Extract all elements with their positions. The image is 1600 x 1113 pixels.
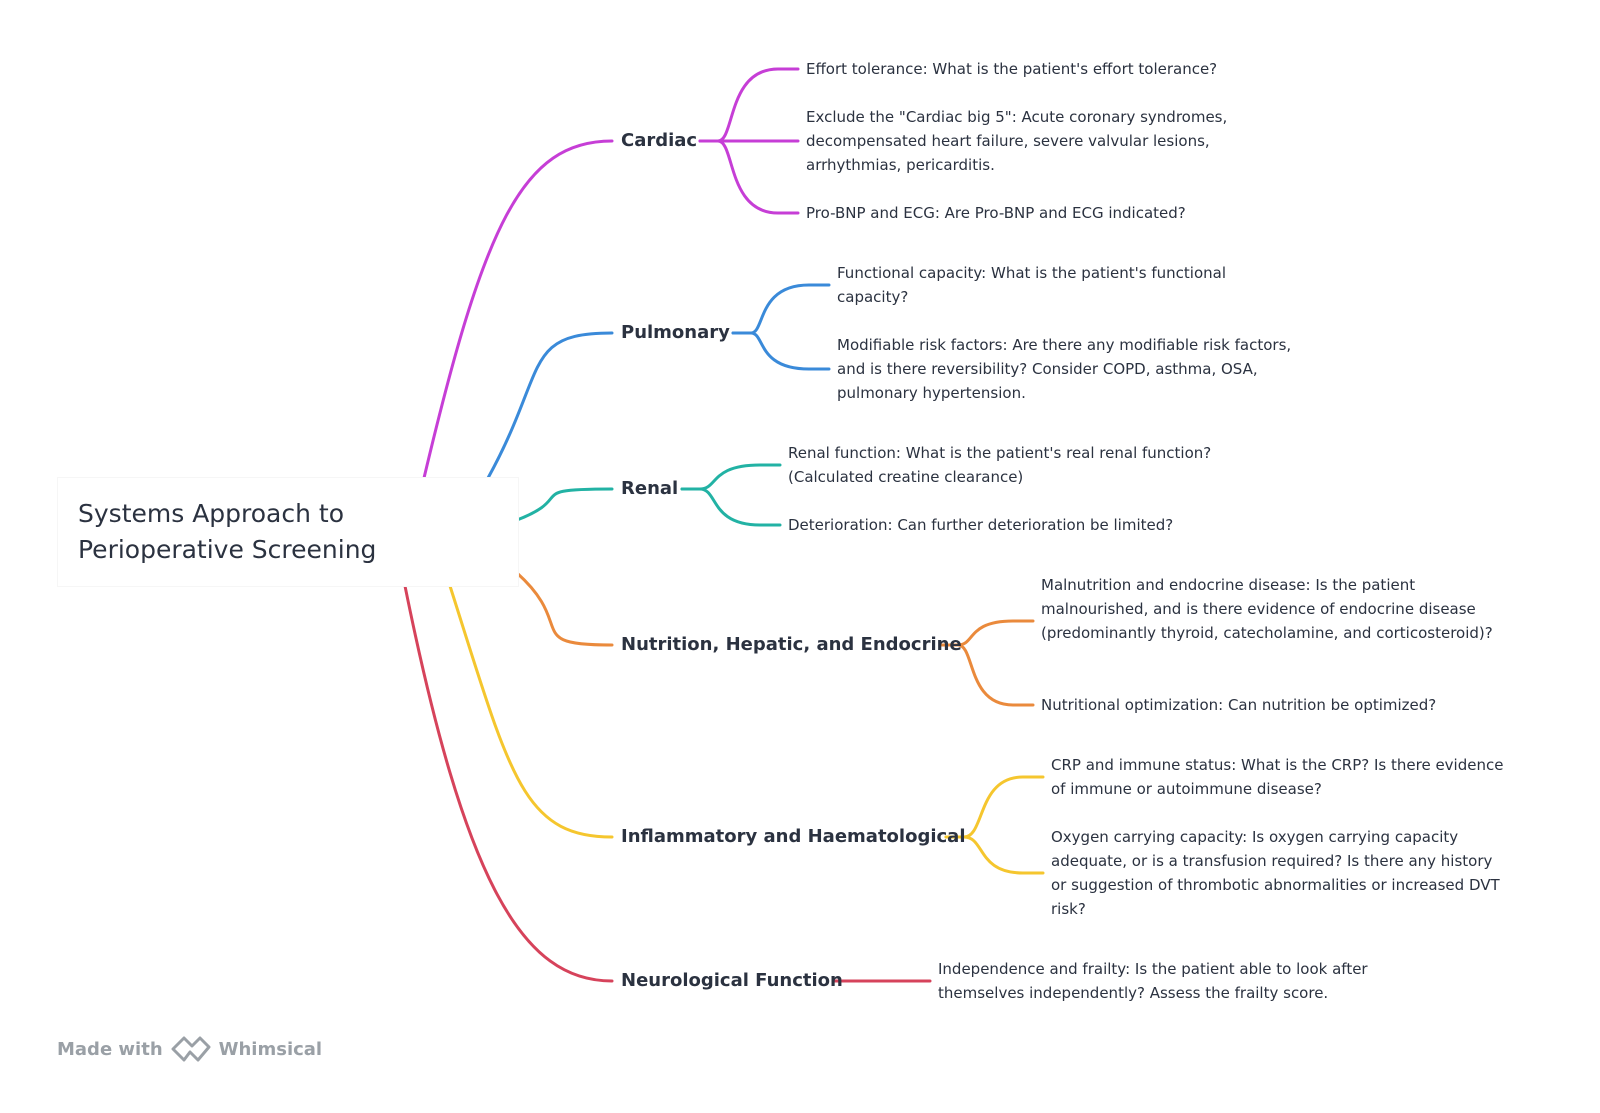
branch-inflammatory-haematological[interactable]: Inflammatory and Haematological [621,826,966,847]
whimsical-logo-shape [171,1036,211,1062]
connector-root-to-branch-0 [422,139,614,480]
branch-nutrition-hepatic-endocrine[interactable]: Nutrition, Hepatic, and Endocrine [621,634,962,655]
leaf-cardiac-big-5[interactable]: Exclude the "Cardiac big 5": Acute coron… [806,108,1228,174]
leaf-renal-function[interactable]: Renal function: What is the patient's re… [788,444,1212,486]
root-title: Systems Approach to Perioperative Screen… [78,499,377,564]
connector-branch-0-leaf-2 [698,139,800,215]
connector-branch-3-leaf-1 [938,643,1035,707]
connector-root-to-branch-4 [448,584,614,839]
leaf-neurological-independence-frailty[interactable]: Independence and frailty: Is the patient… [938,960,1368,1002]
connector-root-to-branch-5 [403,584,614,983]
leaf-pulmonary-modifiable-risk[interactable]: Modifiable risk factors: Are there any m… [837,336,1292,402]
branch-pulmonary[interactable]: Pulmonary [621,322,730,343]
branch-renal[interactable]: Renal [621,478,679,499]
connector-branch-4-leaf-1 [944,835,1045,875]
leaf-nutrition-optimization[interactable]: Nutritional optimization: Can nutrition … [1041,696,1437,714]
made-with-label: Made with [57,1038,163,1060]
connector-branch-0-leaf-0 [698,67,800,143]
leaf-cardiac-effort-tolerance[interactable]: Effort tolerance: What is the patient's … [806,60,1218,78]
leaf-inflammatory-crp-immune[interactable]: CRP and immune status: What is the CRP? … [1051,756,1504,798]
made-with-whimsical-badge[interactable]: Made with Whimsical [57,1036,322,1062]
whimsical-brand-label: Whimsical [218,1038,323,1060]
branch-cardiac[interactable]: Cardiac [621,130,698,151]
connector-root-to-branch-1 [486,331,614,480]
root-node[interactable]: Systems Approach to Perioperative Screen… [58,478,518,586]
connector-branch-2-leaf-0 [680,463,782,491]
branch-neurological-function[interactable]: Neurological Function [621,970,843,991]
connector-root-to-branch-2 [515,487,614,522]
whimsical-logo-icon [171,1036,211,1062]
connector-root-to-branch-3 [515,571,614,647]
connector-branch-2-leaf-1 [680,487,782,527]
connector-branch-1-leaf-1 [731,331,831,371]
connector-branch-1-leaf-0 [731,283,831,335]
leaf-nutrition-malnutrition-endocrine[interactable]: Malnutrition and endocrine disease: Is t… [1041,576,1493,642]
leaf-cardiac-probnp-ecg[interactable]: Pro-BNP and ECG: Are Pro-BNP and ECG ind… [806,204,1186,222]
leaf-inflammatory-oxygen-capacity[interactable]: Oxygen carrying capacity: Is oxygen carr… [1051,828,1500,918]
leaf-pulmonary-functional-capacity[interactable]: Functional capacity: What is the patient… [837,264,1227,306]
leaf-renal-deterioration[interactable]: Deterioration: Can further deterioration… [788,516,1174,534]
